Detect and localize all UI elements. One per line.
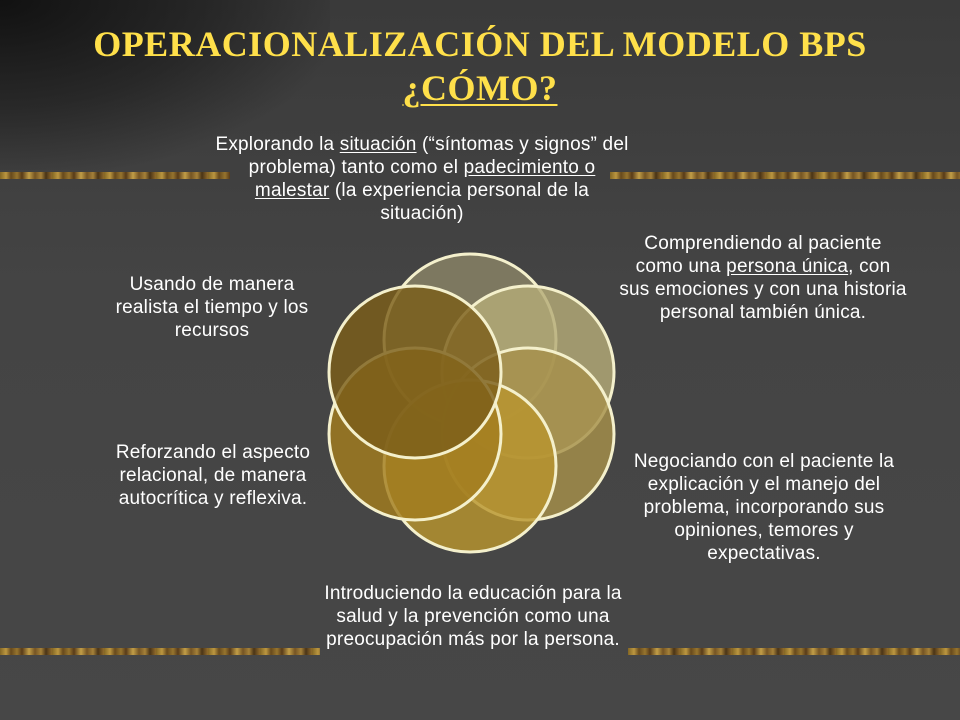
label-understanding-patient: Comprendiendo al paciente como una perso…	[619, 233, 907, 323]
circle-upper-left	[327, 284, 503, 460]
title-line-2: ¿CÓMO?	[402, 68, 558, 108]
label-negotiating: Negociando con el paciente la explicació…	[633, 451, 895, 564]
decorative-stripe	[610, 172, 960, 179]
label-exploring-situation: Explorando la situación (“síntomas y sig…	[215, 134, 629, 224]
label-health-education: Introduciendo la educación para la salud…	[324, 583, 622, 650]
decorative-stripe	[0, 172, 230, 179]
decorative-stripe	[628, 648, 960, 655]
label-relational-aspect: Reforzando el aspecto relacional, de man…	[115, 442, 311, 509]
background-corner-shade	[0, 0, 330, 170]
title-line-1: OPERACIONALIZACIÓN DEL MODELO BPS	[93, 24, 867, 64]
slide-title: OPERACIONALIZACIÓN DEL MODELO BPS ¿CÓMO?	[0, 22, 960, 110]
circle-cycle-diagram	[327, 252, 616, 554]
label-time-resources: Usando de manera realista el tiempo y lo…	[115, 274, 309, 341]
decorative-stripe	[0, 648, 320, 655]
